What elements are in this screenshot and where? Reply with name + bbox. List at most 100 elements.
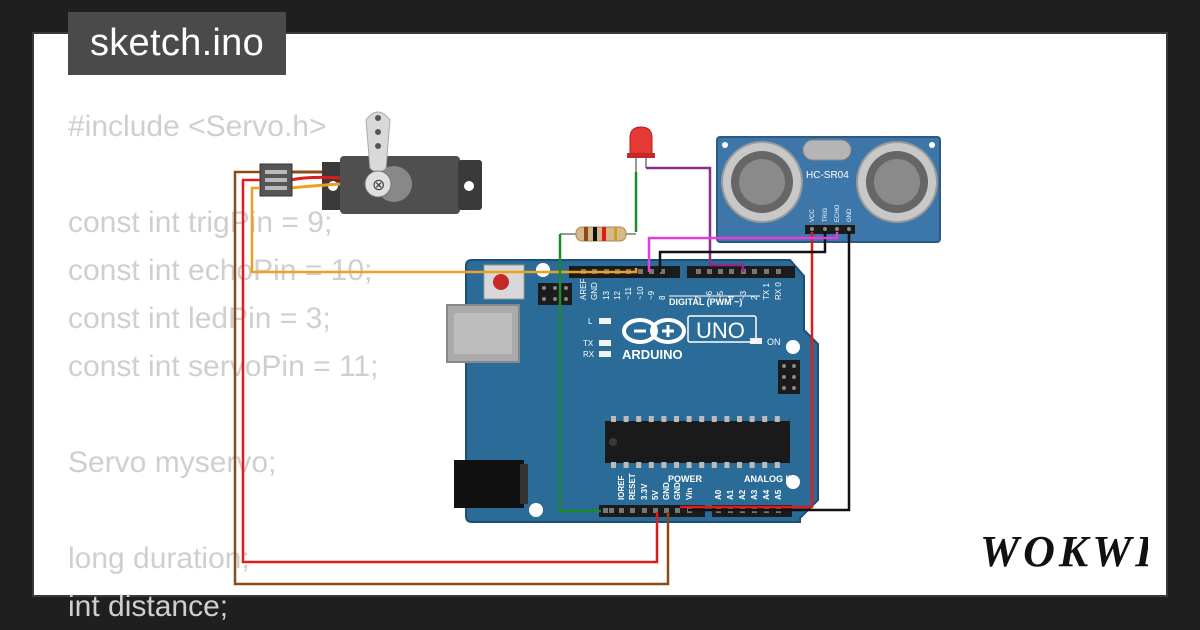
atmega-chip [605, 421, 790, 463]
analog-pin-label: A5 [774, 489, 783, 500]
digital-pin-label: 8 [658, 295, 667, 300]
servo-horn-hole [375, 143, 381, 149]
digital-pin-label: GND [590, 282, 599, 300]
chip-notch [609, 438, 617, 446]
wokwi-logo: WOKWI [978, 526, 1153, 579]
digital-pin[interactable] [638, 269, 643, 274]
led-body [629, 126, 653, 156]
resistor-band [602, 227, 606, 241]
file-tab[interactable]: sketch.ino [68, 12, 286, 75]
led-tx [599, 340, 611, 346]
power-pin[interactable] [603, 508, 608, 513]
wire-servo-5v[interactable] [241, 178, 659, 564]
red-led[interactable] [627, 126, 655, 172]
digital-pin[interactable] [718, 269, 723, 274]
wire-sensor-vcc[interactable] [680, 232, 814, 509]
analog-header-label: ANALOG IN [744, 474, 795, 484]
chip-pin [661, 416, 667, 422]
resistor[interactable] [560, 226, 636, 242]
power-pin[interactable] [609, 508, 614, 513]
sensor-pin-trig[interactable] [823, 227, 827, 231]
chip-pin [648, 416, 654, 422]
servo-horn-hole [375, 115, 381, 121]
sensor-pin-label: VCC [810, 209, 816, 222]
chip-pin [674, 416, 679, 422]
digital-pin-label: ~10 [636, 286, 645, 300]
code-line: const int trigPin = 9; [68, 206, 332, 239]
power-pin-label: Vin [685, 488, 694, 500]
wire-sensor-gnd[interactable] [688, 232, 851, 512]
power-pin[interactable] [675, 508, 680, 513]
chip-pin [699, 416, 705, 422]
wire-sensor-echo[interactable] [647, 232, 839, 272]
analog-pin-label: A2 [738, 489, 747, 500]
digital-pin-label: ~3 [739, 290, 748, 300]
digital-pin-label: TX 1 [762, 283, 771, 300]
digital-pin-label: RX 0 [774, 282, 783, 300]
sensor-model-label: HC-SR04 [806, 170, 849, 181]
chip-pin [749, 462, 755, 468]
reset-button[interactable] [493, 274, 509, 290]
power-pin[interactable] [630, 508, 635, 513]
code-line: Servo myservo; [68, 446, 276, 479]
digital-pin[interactable] [776, 269, 781, 274]
servo-connector-pin [265, 178, 287, 182]
uno-model-label: UNO [696, 318, 745, 343]
chip-pin [686, 416, 692, 422]
chip-pin [724, 462, 730, 468]
analog-pin-label: A4 [762, 489, 771, 500]
power-pin[interactable] [664, 508, 669, 513]
digital-pin[interactable] [764, 269, 769, 274]
resistor-body [575, 226, 627, 242]
power-jack-edge [520, 464, 528, 504]
servo-motor[interactable]: ⊗ [259, 111, 482, 214]
chip-pin [774, 416, 780, 422]
servo-shaft [364, 170, 392, 198]
chip-pin [711, 462, 717, 468]
chip-pin [661, 462, 667, 468]
wire-resistor-gnd[interactable] [558, 234, 601, 513]
code-line: const int ledPin = 3; [68, 302, 331, 335]
chip-pin [674, 462, 679, 468]
transducer-right [856, 141, 938, 223]
code-line: #include <Servo.h> [68, 110, 327, 143]
digital-pin-label: 12 [613, 291, 622, 300]
chip-pin [774, 462, 780, 468]
digital-pin[interactable] [660, 269, 665, 274]
servo-connector-pin [265, 170, 287, 174]
power-pin[interactable] [642, 508, 647, 513]
wire-servo-signal[interactable] [250, 186, 638, 274]
wokwi-logo-text: WOKWI [980, 527, 1148, 574]
digital-pin[interactable] [649, 269, 654, 274]
digital-pin[interactable] [752, 269, 757, 274]
wokwi-logo-icon: WOKWI [980, 527, 1153, 576]
mounting-hole [529, 503, 543, 517]
digital-pin-label: ~11 [624, 286, 633, 300]
wire-sensor-trig[interactable] [658, 232, 827, 272]
digital-pin-label: 7 [694, 295, 703, 300]
sensor-pin-label: ECHO [835, 204, 841, 222]
mounting-hole [929, 142, 935, 148]
chip-pin [737, 462, 742, 468]
code-background: #include <Servo.h> const int trigPin = 9… [68, 110, 378, 623]
chip-pin [611, 416, 616, 422]
resistor-band [593, 227, 597, 241]
power-header-label: POWER [668, 474, 703, 484]
power-pin[interactable] [653, 508, 658, 513]
wire-servo-gnd[interactable] [233, 170, 670, 586]
sensor-pin-gnd[interactable] [847, 227, 851, 231]
chip-pin [623, 462, 629, 468]
wire-led-pin3[interactable] [646, 166, 745, 272]
digital-pin[interactable] [729, 269, 734, 274]
sensor-pin-vcc[interactable] [810, 227, 814, 231]
digital-pin[interactable] [696, 269, 701, 274]
power-pin[interactable] [619, 508, 624, 513]
sensor-pin-echo[interactable] [835, 227, 839, 231]
digital-pin[interactable] [707, 269, 712, 274]
servo-horn[interactable] [365, 111, 391, 173]
